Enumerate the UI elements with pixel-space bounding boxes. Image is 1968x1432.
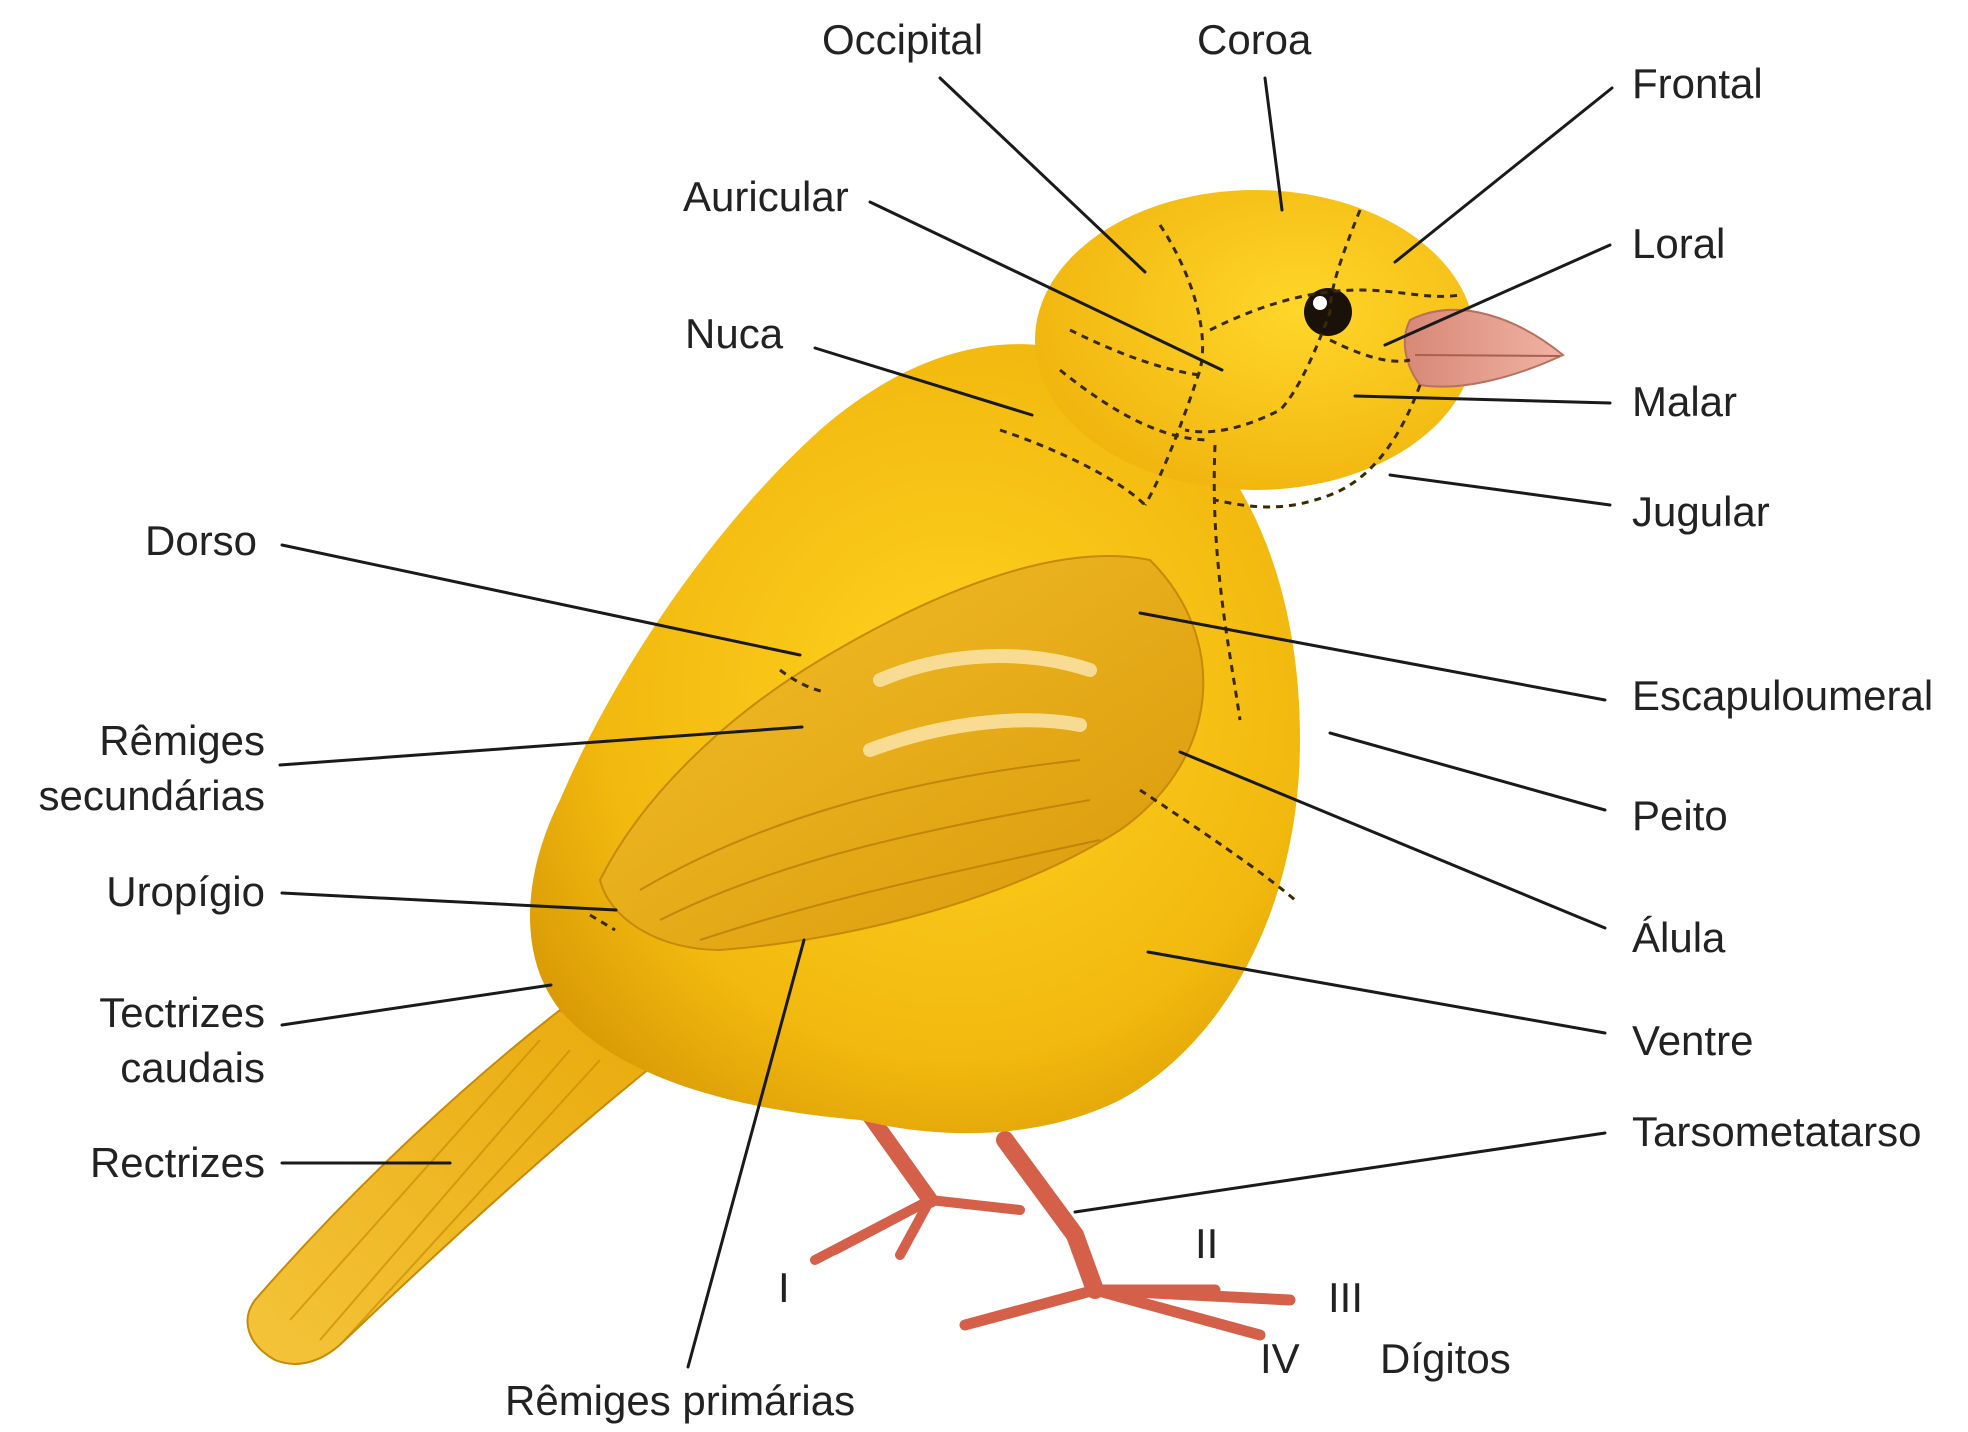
beak <box>1405 310 1563 387</box>
label-digitos: Dígitos <box>1380 1335 1511 1382</box>
label-coroa: Coroa <box>1197 16 1312 63</box>
beak-seam <box>1415 355 1560 356</box>
label-tarsometatarso: Tarsometatarso <box>1632 1108 1921 1155</box>
label-jugular: Jugular <box>1632 488 1770 535</box>
label-escapuloumeral: Escapuloumeral <box>1632 672 1933 719</box>
label-peito: Peito <box>1632 792 1728 839</box>
label-occipital: Occipital <box>822 16 983 63</box>
back-foot <box>815 1200 1020 1260</box>
label-dorso: Dorso <box>145 517 257 564</box>
digit-iv-label: IV <box>1260 1335 1300 1382</box>
eye-highlight <box>1313 296 1327 310</box>
leader-tectrizes-caudais <box>282 985 551 1025</box>
digit-i-label: I <box>778 1264 790 1311</box>
label-frontal: Frontal <box>1632 60 1763 107</box>
label-uropigio: Uropígio <box>106 868 265 915</box>
label-tectrizes-line1: Tectrizes <box>99 989 265 1036</box>
label-ventre: Ventre <box>1632 1017 1753 1064</box>
front-leg <box>1005 1140 1095 1290</box>
label-malar: Malar <box>1632 378 1737 425</box>
label-nuca: Nuca <box>685 310 784 357</box>
bird-illustration: I II III IV denisemoriama.com <box>248 190 1563 1400</box>
label-loral: Loral <box>1632 220 1725 267</box>
label-tectrizes-line2: caudais <box>120 1044 265 1091</box>
leader-peito <box>1330 733 1605 810</box>
label-remiges-sec-line1: Rêmiges <box>99 717 265 764</box>
label-remiges-sec-line2: secundárias <box>39 772 265 819</box>
leader-tarsometatarso <box>1075 1133 1605 1212</box>
label-alula: Álula <box>1632 914 1726 961</box>
leader-frontal <box>1395 88 1612 262</box>
label-auricular: Auricular <box>683 173 849 220</box>
leader-coroa <box>1265 78 1282 210</box>
front-foot <box>965 1290 1290 1335</box>
label-remiges-primarias: Rêmiges primárias <box>505 1377 855 1424</box>
leader-jugular <box>1390 475 1610 505</box>
label-rectrizes: Rectrizes <box>90 1139 265 1186</box>
legs <box>815 1095 1290 1335</box>
digit-iii-label: III <box>1328 1274 1363 1321</box>
digit-ii-label: II <box>1195 1220 1218 1267</box>
leader-occipital <box>940 78 1145 272</box>
